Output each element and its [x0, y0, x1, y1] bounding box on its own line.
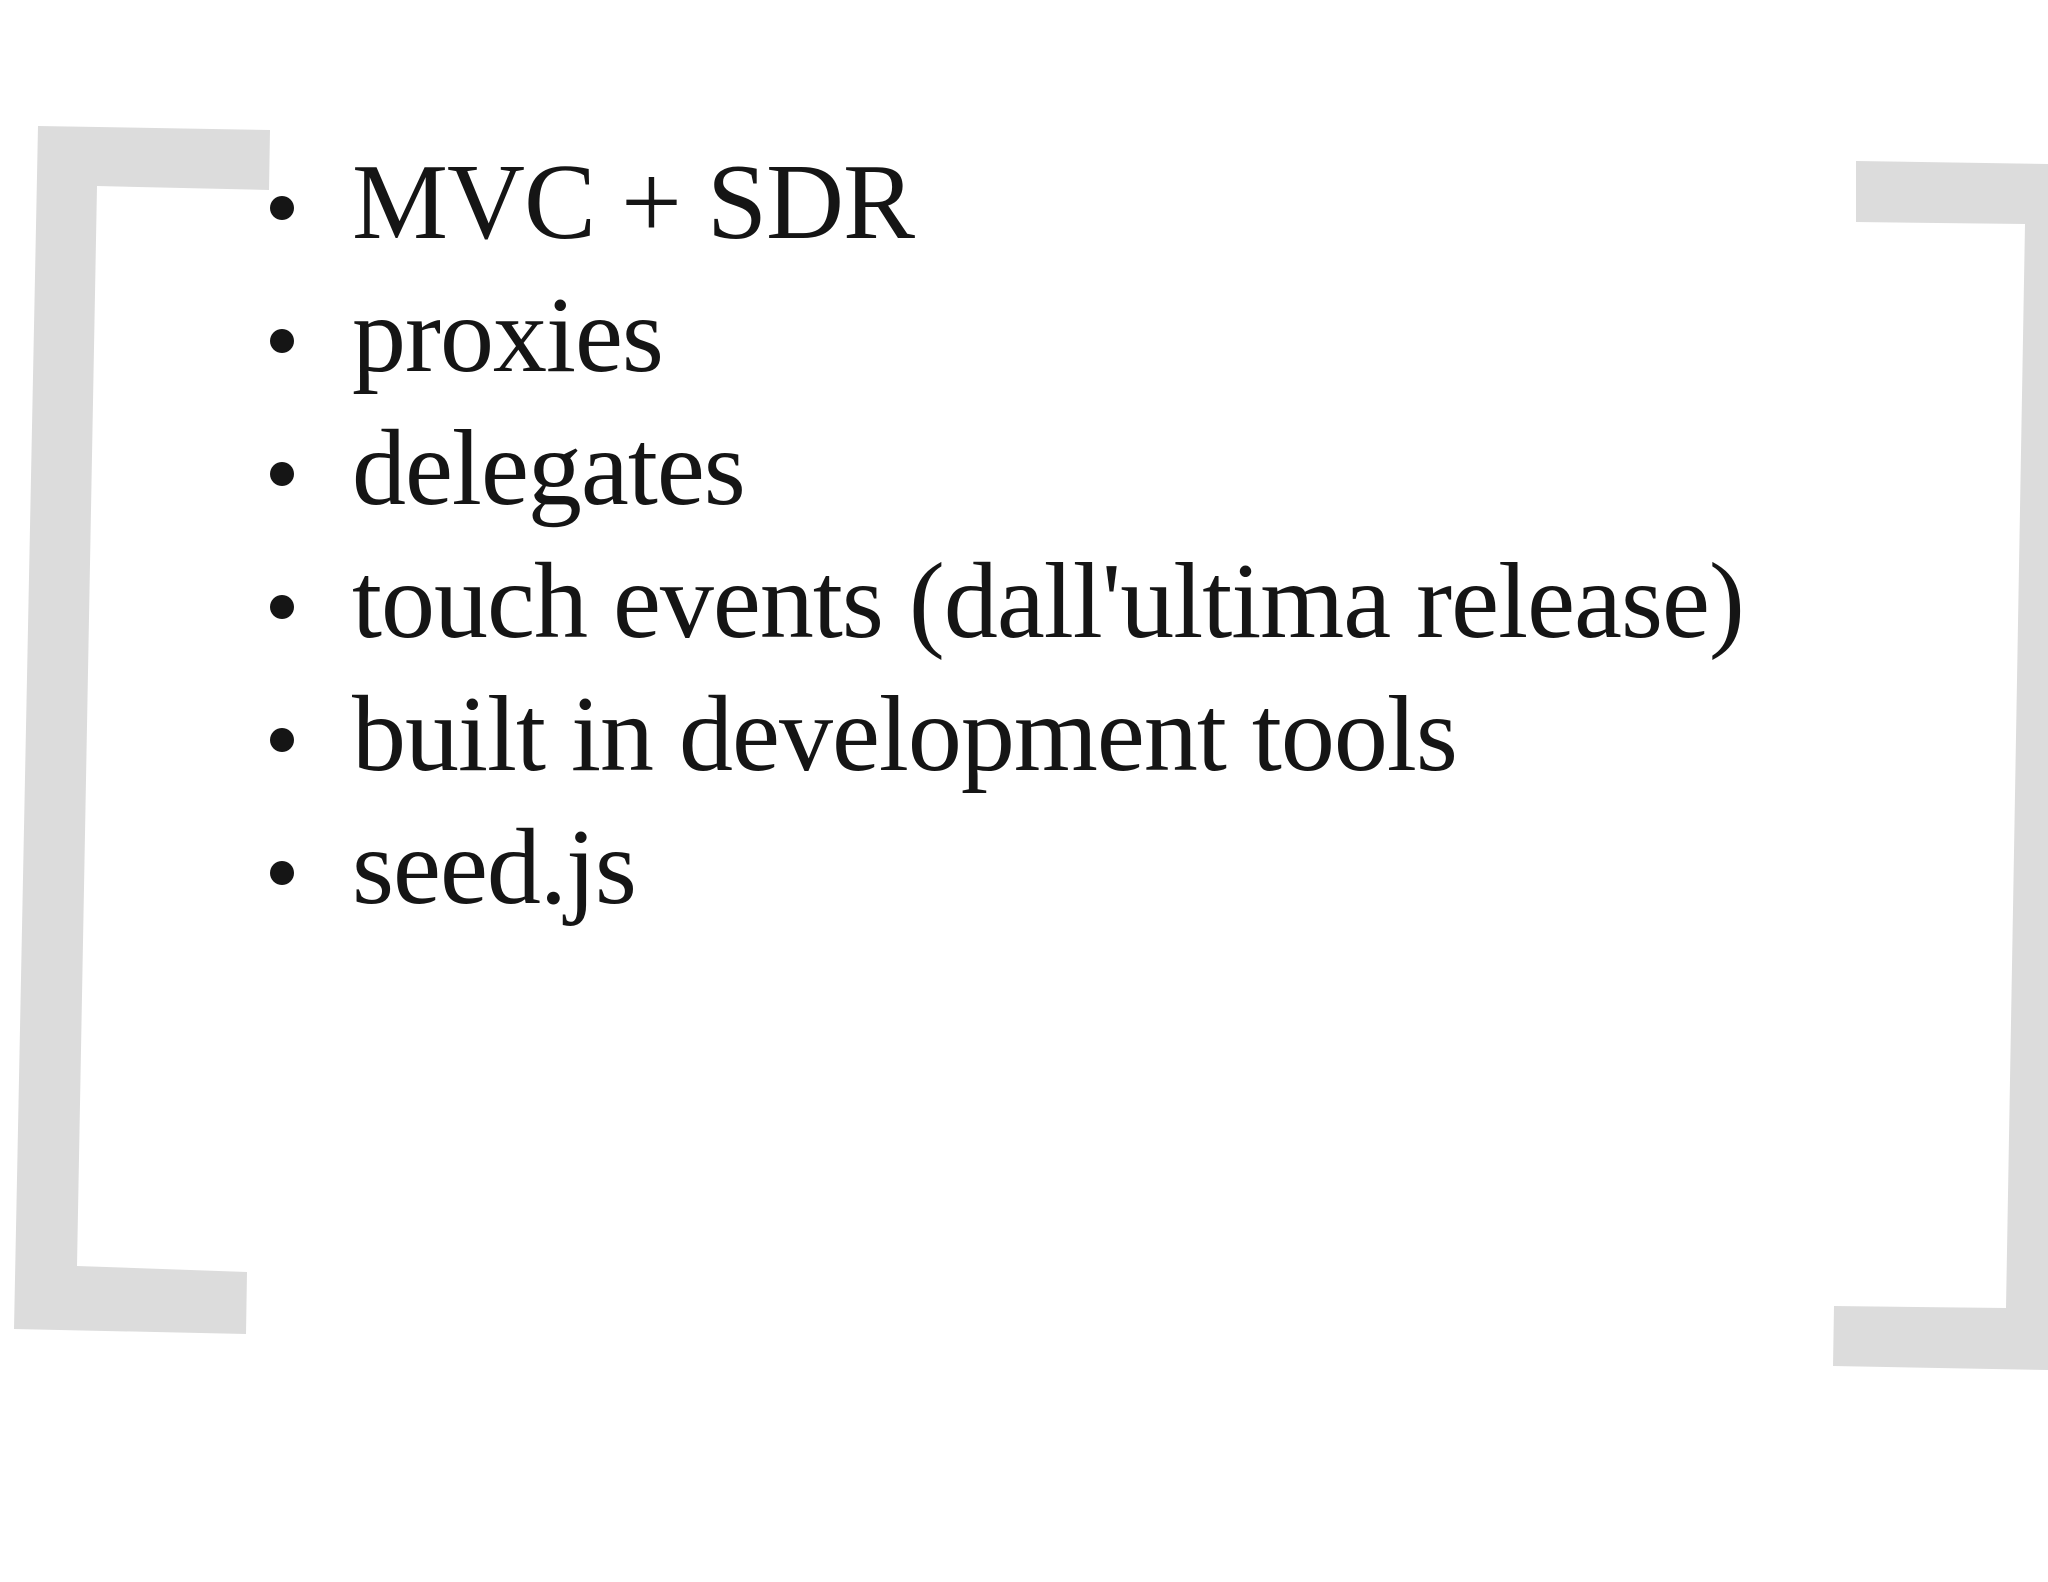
bullet-icon — [270, 595, 294, 619]
list-item: seed.js — [260, 801, 1744, 934]
list-item-text: seed.js — [352, 808, 637, 927]
list-item-text: touch events (dall'ultima release) — [352, 542, 1745, 661]
bullet-icon — [270, 462, 294, 486]
list-item: touch events (dall'ultima release) — [260, 535, 1745, 668]
list-item-text: MVC + SDR — [352, 143, 915, 262]
list-item-text: proxies — [352, 276, 664, 395]
list-item: MVC + SDR — [260, 136, 1744, 269]
bullet-icon — [270, 196, 294, 220]
bullet-list: MVC + SDR proxies delegates touch events… — [260, 136, 1745, 934]
right-bracket-shape — [1833, 161, 2048, 1370]
list-item: built in development tools — [260, 668, 1744, 801]
left-bracket — [14, 126, 270, 1334]
list-item-text: built in development tools — [352, 675, 1458, 794]
list-item: proxies — [260, 269, 1744, 402]
list-item: delegates — [260, 402, 1744, 535]
left-bracket-shape — [14, 126, 270, 1334]
right-bracket — [1833, 161, 2048, 1370]
bullet-icon — [270, 728, 294, 752]
bullet-icon — [270, 329, 294, 353]
bullet-icon — [270, 861, 294, 885]
list-item-text: delegates — [352, 409, 746, 528]
